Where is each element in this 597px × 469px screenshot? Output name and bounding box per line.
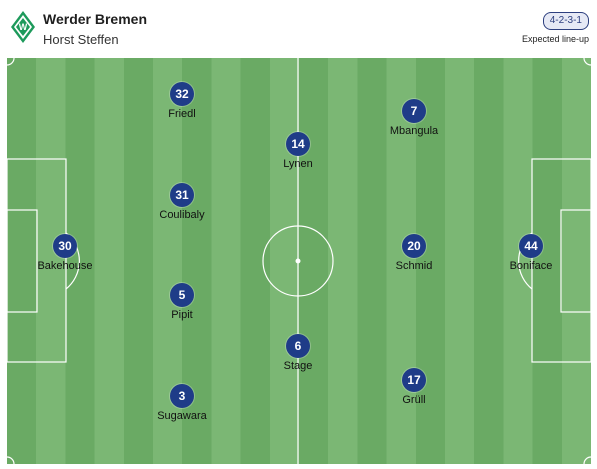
player-mbangula[interactable]: 7 Mbangula xyxy=(359,99,469,137)
shirt-number: 6 xyxy=(286,334,310,358)
player-name: Friedl xyxy=(168,108,196,120)
svg-text:W: W xyxy=(19,22,28,32)
player-coulibaly[interactable]: 31 Coulibaly xyxy=(127,183,237,221)
lineup-status-label: Expected line-up xyxy=(521,34,589,44)
shirt-number: 30 xyxy=(53,234,77,258)
player-name: Lynen xyxy=(283,158,313,170)
shirt-number: 20 xyxy=(402,234,426,258)
player-friedl[interactable]: 32 Friedl xyxy=(127,82,237,120)
player-name: Coulibaly xyxy=(159,209,205,221)
shirt-number: 7 xyxy=(402,99,426,123)
player-grull[interactable]: 17 Grüll xyxy=(359,368,469,406)
player-name: Boniface xyxy=(509,260,553,272)
shirt-number: 44 xyxy=(519,234,543,258)
player-bakehouse[interactable]: 30 Bakehouse xyxy=(10,234,120,272)
shirt-number: 3 xyxy=(170,384,194,408)
shirt-number: 32 xyxy=(170,82,194,106)
formation-badge: 4-2-3-1 xyxy=(542,12,589,30)
coach-name: Horst Steffen xyxy=(43,32,119,47)
shirt-number: 31 xyxy=(170,183,194,207)
player-name: Mbangula xyxy=(389,125,439,137)
player-name: Stage xyxy=(283,360,313,372)
shirt-number: 17 xyxy=(402,368,426,392)
player-lynen[interactable]: 14 Lynen xyxy=(243,132,353,170)
lineup-header: W Werder Bremen Horst Steffen 4-2-3-1 Ex… xyxy=(0,0,597,56)
werder-bremen-crest-icon: W xyxy=(11,11,35,43)
player-name: Schmid xyxy=(395,260,433,272)
team-name: Werder Bremen xyxy=(43,11,148,27)
player-sugawara[interactable]: 3 Sugawara xyxy=(127,384,237,422)
player-name: Grüll xyxy=(402,394,426,406)
player-schmid[interactable]: 20 Schmid xyxy=(359,234,469,272)
player-stage[interactable]: 6 Stage xyxy=(243,334,353,372)
player-name: Sugawara xyxy=(157,410,207,422)
football-pitch: 30 Bakehouse 32 Friedl 31 Coulibaly 5 Pi… xyxy=(7,58,591,464)
player-pipit[interactable]: 5 Pipit xyxy=(127,283,237,321)
player-name: Bakehouse xyxy=(37,260,93,272)
player-name: Pipit xyxy=(171,309,193,321)
shirt-number: 14 xyxy=(286,132,310,156)
player-boniface[interactable]: 44 Boniface xyxy=(476,234,586,272)
shirt-number: 5 xyxy=(170,283,194,307)
